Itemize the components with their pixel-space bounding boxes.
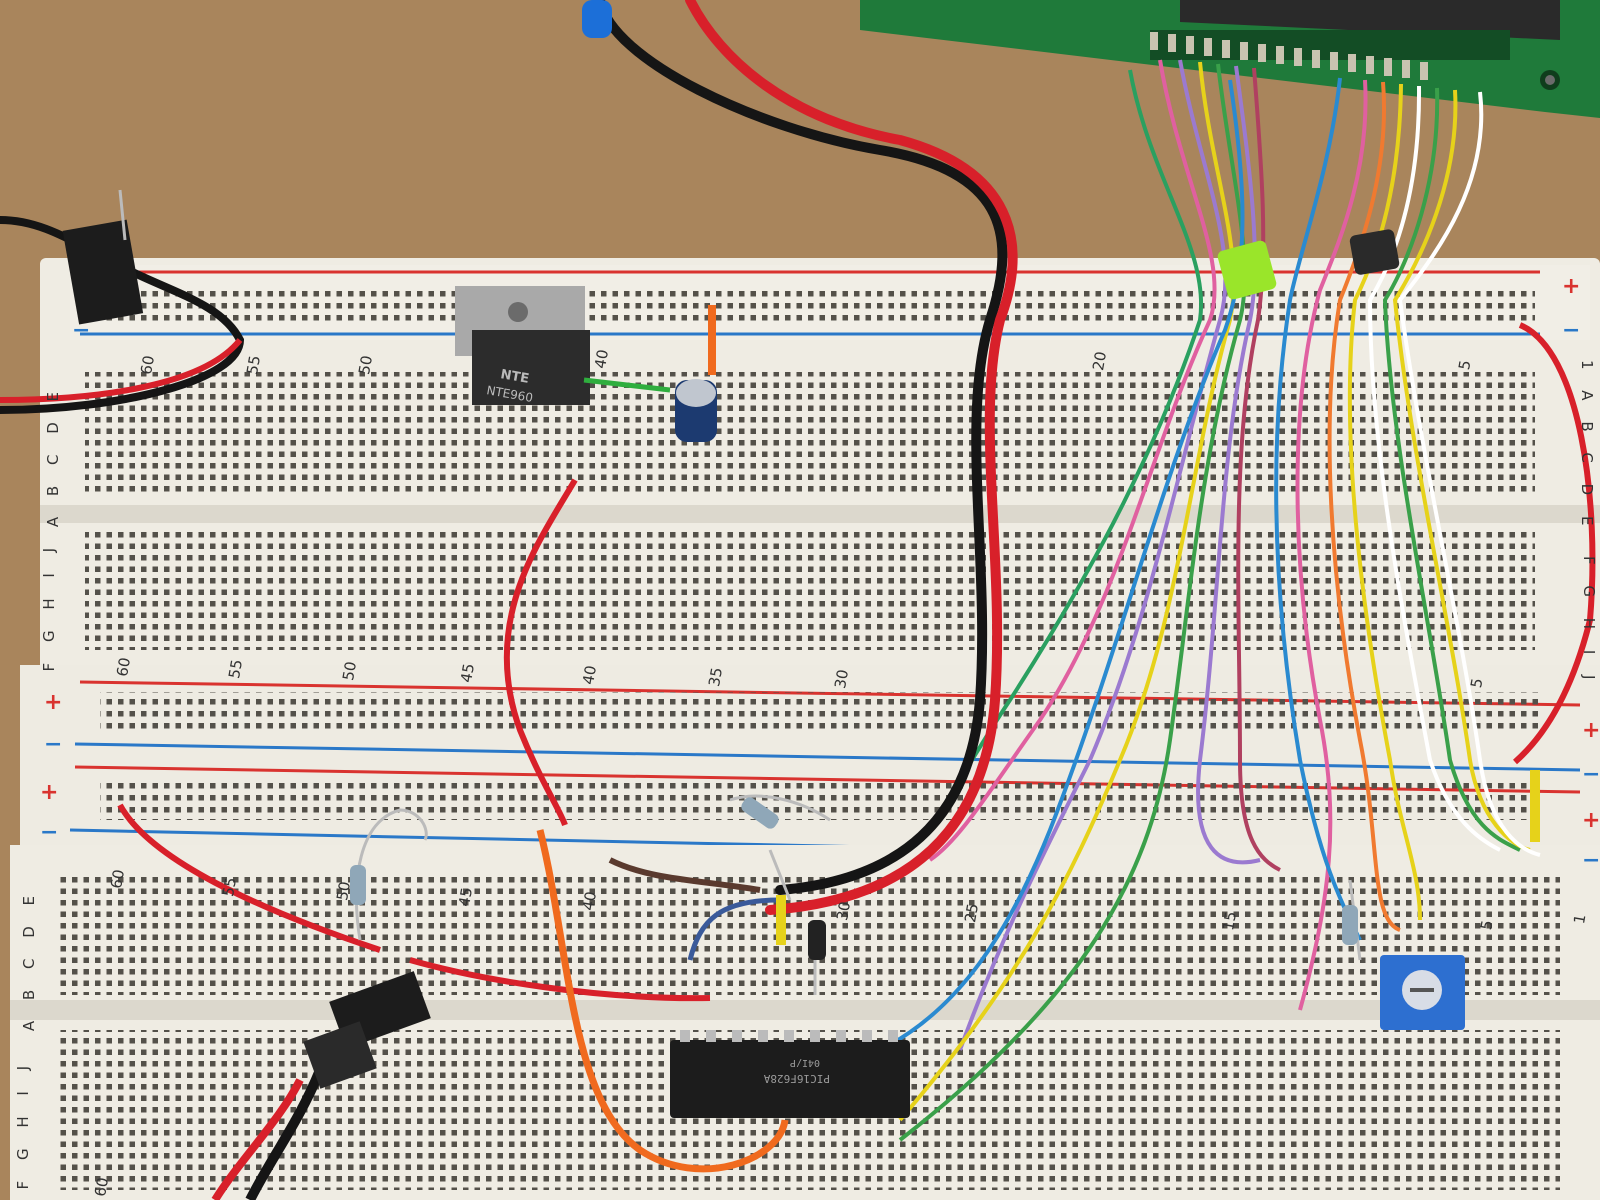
diode: [808, 920, 826, 995]
blue-wire-lower: [687, 897, 781, 961]
rail-plus-sign: +: [1562, 274, 1581, 299]
lower-col-number: 55: [219, 876, 241, 898]
rail-plus-sign: +: [1582, 808, 1600, 833]
upper-breadboard: [40, 258, 1600, 678]
lower-col-number: 15: [1219, 910, 1241, 932]
upper-col-number-lower: 55: [225, 658, 247, 680]
red-wire-lower-left: [117, 803, 381, 953]
lower-col-number: 25: [961, 902, 983, 924]
orange-wire-lower: [536, 829, 789, 1173]
upper-col-number-lower: 30: [831, 668, 853, 690]
upper-col-number-lower: 45: [457, 662, 479, 684]
upper-row-letters-right-top: 1 A B C D E: [1578, 360, 1596, 534]
upper-col-number-lower: 60: [113, 656, 135, 678]
rail-plus-sign: +: [44, 690, 63, 715]
rail-minus-sign: −: [44, 732, 63, 757]
red-wire-lower-center: [409, 957, 711, 1002]
yellow-rail-jumper: [1530, 770, 1540, 842]
rail-plus-sign: +: [40, 780, 59, 805]
middle-power-rails: [20, 665, 1600, 864]
rail-minus-sign: −: [72, 318, 91, 343]
brown-wire-lower: [608, 857, 761, 893]
rail-minus-sign: −: [1582, 848, 1600, 873]
upper-col-number: 40: [591, 348, 613, 370]
regulator-brand: NTE: [499, 367, 530, 387]
lcd-ribbon-wires: [879, 59, 1541, 1142]
upper-col-number: 20: [1089, 350, 1111, 372]
lower-col-number: 40: [579, 890, 601, 912]
lower-col-number: 45: [455, 886, 477, 908]
upper-row-letters-bottom: F G H I J: [40, 540, 58, 672]
electrolytic-capacitor: [583, 305, 717, 442]
lcd-header-pins: [1150, 32, 1428, 80]
upper-row-letters-top: A B C D E: [44, 384, 62, 528]
upper-col-number: 55: [243, 354, 265, 376]
blue-wire-sleeve: [582, 0, 612, 38]
red-jumper-right: [1513, 322, 1596, 765]
chip-date-code: 04I/P: [790, 1057, 820, 1068]
lower-col-number: 30: [833, 900, 855, 922]
header-cable-lower-left: [211, 971, 431, 1200]
left-power-plug: [0, 189, 245, 414]
lower-col-number-bottom: 60: [91, 1176, 113, 1198]
rail-minus-sign: −: [1562, 318, 1581, 343]
lower-col-number: 60: [107, 868, 129, 890]
green-cable-clip: [1217, 240, 1277, 300]
voltage-regulator: [455, 286, 590, 405]
trimmer-potentiometer: [1380, 955, 1465, 1030]
rail-plus-sign: +: [1582, 718, 1600, 743]
pic-microcontroller: [670, 1030, 910, 1118]
upper-col-number: 60: [137, 354, 159, 376]
upper-row-letters-right-bottom: F G H I J: [1580, 556, 1598, 688]
rail-minus-sign: −: [1582, 762, 1600, 787]
upper-col-number-lower: 40: [579, 664, 601, 686]
lower-col-number: 50: [333, 880, 355, 902]
main-power-cable: [595, 0, 1018, 915]
resistor-right: [1342, 879, 1362, 961]
black-cable-clip: [1349, 229, 1400, 275]
red-jumper-wire: [503, 478, 578, 827]
upper-col-number-lower: 50: [339, 660, 361, 682]
lower-row-letters-bottom: F G H I J: [14, 1058, 32, 1190]
chip-part-number: PIC16F628A: [763, 1072, 830, 1085]
upper-col-number-lower: 35: [705, 666, 727, 688]
resistor-center: [729, 794, 831, 901]
upper-col-number: 50: [355, 354, 377, 376]
rail-minus-sign: −: [40, 820, 59, 845]
resistor-left: [350, 808, 428, 941]
lower-row-letters-top: A B C D E: [20, 888, 38, 1032]
yellow-jumper-lower: [776, 895, 786, 945]
